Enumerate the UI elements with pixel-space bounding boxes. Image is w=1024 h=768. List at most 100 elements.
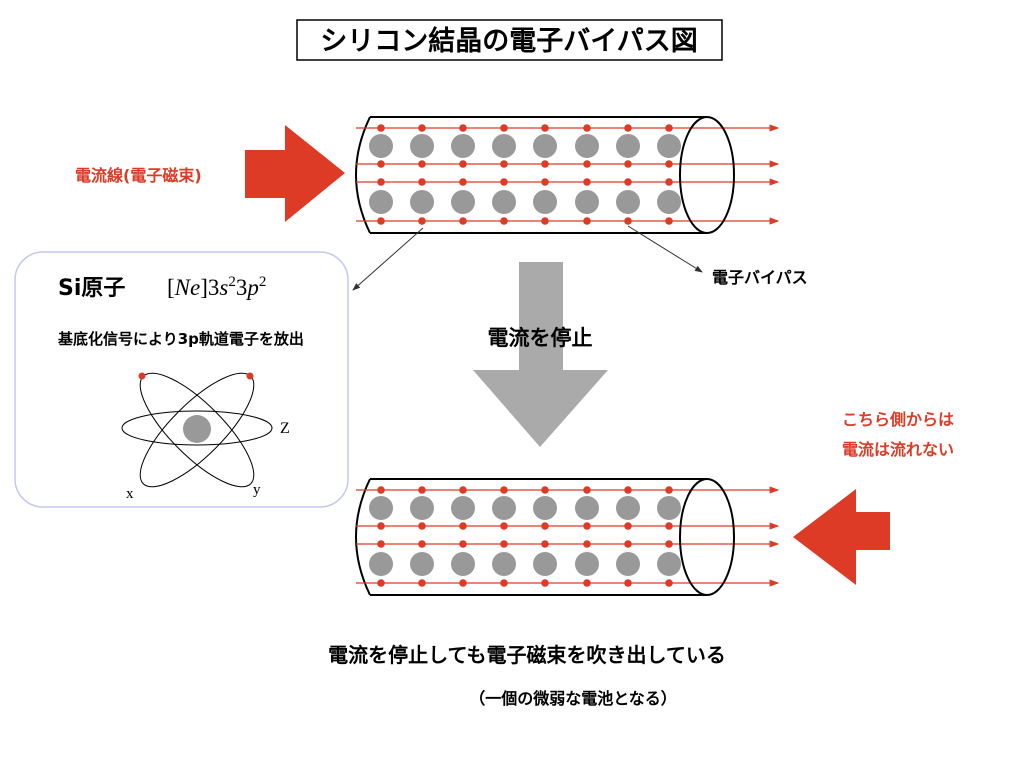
silicon-atom: [575, 134, 599, 158]
electron: [665, 124, 673, 132]
cylinder-body: [355, 116, 707, 234]
electron: [624, 540, 632, 548]
silicon-atom: [616, 552, 640, 576]
current-input-arrow: [245, 125, 345, 222]
silicon-atom: [657, 496, 681, 520]
electron: [500, 579, 508, 587]
electron: [377, 178, 385, 186]
silicon-atom: [369, 134, 393, 158]
electron: [624, 178, 632, 186]
silicon-atom: [451, 134, 475, 158]
silicon-atom: [492, 552, 516, 576]
caption: 電流を停止しても電子磁束を吹き出している: [328, 643, 726, 667]
electron: [665, 486, 673, 494]
electron: [500, 124, 508, 132]
electron: [377, 217, 385, 225]
pointer-to-atom: [352, 227, 424, 291]
pointer-to-bypass: [627, 225, 703, 273]
electron: [459, 217, 467, 225]
silicon-atom: [369, 190, 393, 214]
electron: [624, 486, 632, 494]
electron: [418, 178, 426, 186]
electron: [583, 579, 591, 587]
atom-orbital-model: [121, 372, 273, 488]
electron: [377, 522, 385, 530]
electron: [377, 540, 385, 548]
electron: [459, 540, 467, 548]
electron: [459, 522, 467, 530]
electron: [541, 522, 549, 530]
electron: [418, 217, 426, 225]
crystal-cylinder-top: [355, 116, 780, 234]
stop-arrow: [473, 262, 608, 447]
electron: [418, 540, 426, 548]
current-line-label: 電流線(電子磁束): [75, 166, 202, 185]
silicon-atom: [616, 134, 640, 158]
electron: [541, 160, 549, 168]
electron: [418, 486, 426, 494]
electron: [418, 579, 426, 587]
electron: [541, 124, 549, 132]
crystal-cylinder-bottom: [355, 478, 780, 596]
electron: [459, 486, 467, 494]
silicon-atom: [410, 496, 434, 520]
blocked-current-arrow: [793, 489, 890, 585]
electron: [583, 540, 591, 548]
electron: [418, 124, 426, 132]
electron: [459, 160, 467, 168]
silicon-atom: [533, 134, 557, 158]
electron: [459, 124, 467, 132]
electron: [377, 486, 385, 494]
electron: [583, 522, 591, 530]
silicon-atom: [369, 496, 393, 520]
electron: [624, 579, 632, 587]
silicon-atom: [575, 190, 599, 214]
electron: [665, 160, 673, 168]
electron: [665, 178, 673, 186]
electron: [500, 540, 508, 548]
silicon-atom: [410, 552, 434, 576]
title-box: [296, 19, 723, 61]
electron: [459, 178, 467, 186]
electron: [377, 124, 385, 132]
silicon-atom: [410, 190, 434, 214]
electron: [541, 217, 549, 225]
electron: [500, 486, 508, 494]
no-flow-label-2: 電流は流れない: [842, 440, 954, 459]
silicon-atom: [451, 190, 475, 214]
cylinder-end: [679, 478, 735, 596]
silicon-atom: [533, 552, 557, 576]
silicon-atom: [451, 552, 475, 576]
silicon-atom: [492, 134, 516, 158]
cylinder-end: [679, 116, 735, 234]
electron: [583, 178, 591, 186]
atom-heading: Si原子: [58, 276, 125, 301]
sub-caption: （一個の微弱な電池となる）: [469, 689, 677, 708]
silicon-atom: [492, 496, 516, 520]
silicon-atom: [616, 496, 640, 520]
axis-y-label: y: [253, 482, 261, 498]
electron: [624, 217, 632, 225]
silicon-atom: [451, 496, 475, 520]
silicon-atom: [657, 552, 681, 576]
electron: [665, 579, 673, 587]
electron: [418, 160, 426, 168]
electron: [541, 579, 549, 587]
silicon-atom: [369, 552, 393, 576]
silicon-atom: [533, 496, 557, 520]
stop-current-label: 電流を停止: [488, 326, 593, 350]
electron: [500, 178, 508, 186]
electron: [377, 579, 385, 587]
bypass-label: 電子バイパス: [712, 268, 808, 287]
electron: [665, 540, 673, 548]
silicon-atom: [575, 496, 599, 520]
electron: [583, 124, 591, 132]
electron: [541, 540, 549, 548]
axis-z-label: Z: [280, 420, 290, 437]
electron: [624, 160, 632, 168]
electron-configuration: [Ne]3s23p2: [167, 274, 266, 300]
silicon-atom: [410, 134, 434, 158]
atom-info-box: [14, 251, 349, 508]
electron: [459, 579, 467, 587]
